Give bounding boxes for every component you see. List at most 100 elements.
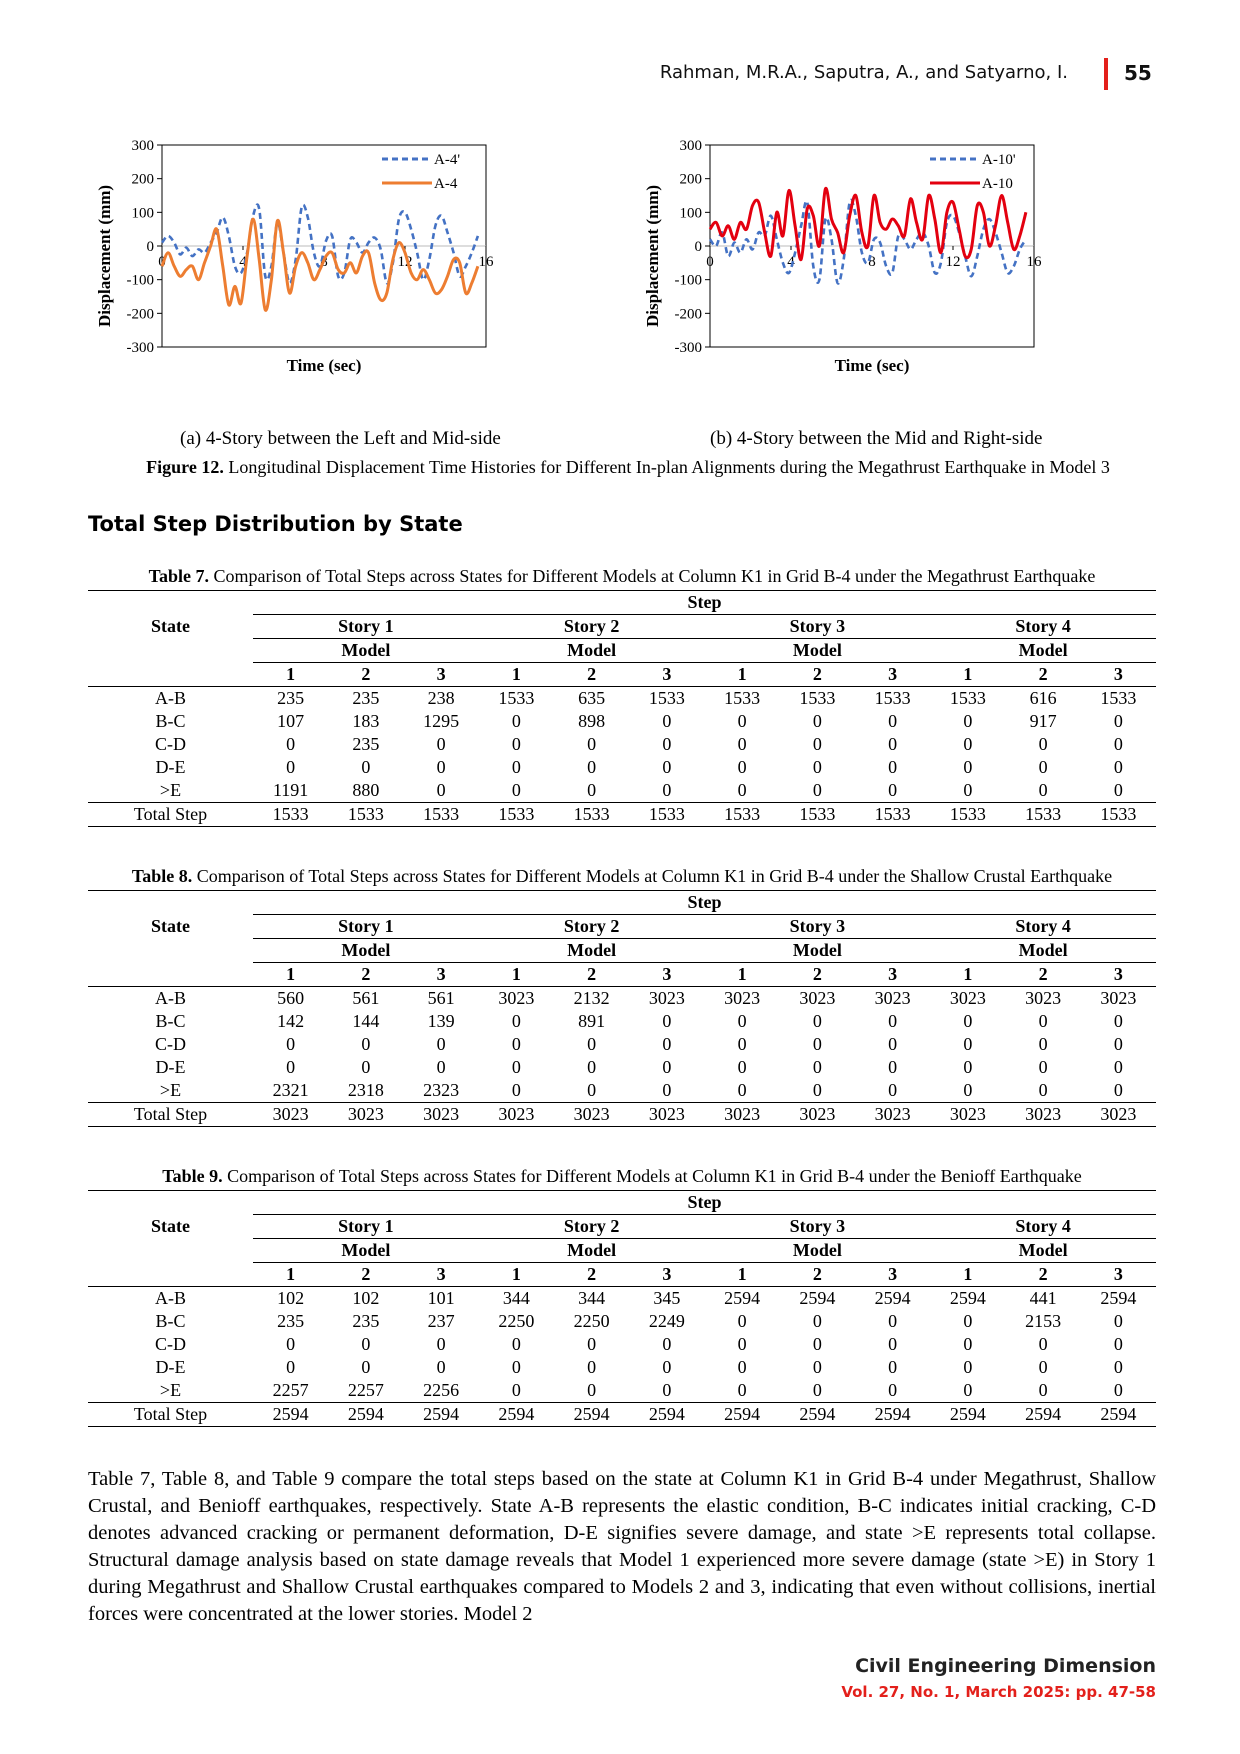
step-cell: 635 (554, 686, 630, 710)
model-number: 1 (737, 664, 747, 684)
step-cell: 2594 (403, 1402, 479, 1427)
story-header: Story 4 (930, 914, 1156, 939)
series-line-0 (708, 198, 1028, 285)
story-header: Story 2 (478, 1214, 705, 1239)
step-cell: 0 (963, 1357, 973, 1377)
step-cell: 0 (436, 1034, 446, 1054)
x-axis-label: Time (sec) (287, 356, 362, 375)
state-header: State (88, 590, 253, 663)
step-cell: 0 (737, 711, 747, 731)
section-heading: Total Step Distribution by State (88, 512, 463, 536)
step-cell: 3023 (328, 1102, 404, 1127)
model-header: Model (253, 1238, 479, 1263)
y-tick-label: -100 (675, 273, 703, 289)
step-cell: 2594 (779, 1286, 855, 1310)
step-cell: 0 (361, 757, 371, 777)
model-number: 3 (436, 664, 446, 684)
state-cell: B-C (155, 1311, 186, 1331)
step-cell: 0 (1113, 1334, 1123, 1354)
story-header: Story 4 (930, 614, 1156, 639)
subcaption-a: (a) 4-Story between the Left and Mid-sid… (180, 428, 501, 449)
state-cell: B-C (155, 1011, 186, 1031)
model-header: Model (704, 638, 931, 663)
step-cell: 2594 (704, 1402, 780, 1427)
step-cell: 1191 (272, 780, 309, 800)
figure-caption: Figure 12. Longitudinal Displacement Tim… (100, 457, 1156, 478)
step-cell: 0 (888, 1311, 898, 1331)
step-cell: 102 (253, 1286, 329, 1310)
step-cell: 0 (812, 1357, 822, 1377)
y-tick-label: -200 (675, 306, 703, 322)
footer-journal: Civil Engineering Dimension (855, 1655, 1156, 1677)
step-cell: 0 (587, 1057, 597, 1077)
step-cell: 0 (436, 734, 446, 754)
step-cell: 616 (1005, 686, 1081, 710)
step-cell: 0 (812, 1080, 822, 1100)
step-cell: 235 (277, 1311, 305, 1331)
step-cell: 3023 (629, 1102, 705, 1127)
story-header: Story 3 (704, 914, 931, 939)
footer-volume: Vol. 27, No. 1, March 2025: pp. 47-58 (841, 1683, 1156, 1701)
step-cell: 3023 (779, 986, 855, 1010)
step-cell: 1533 (629, 802, 705, 827)
step-cell: 0 (587, 734, 597, 754)
x-tick-label: 8 (868, 254, 876, 270)
step-cell: 0 (286, 1057, 296, 1077)
y-tick-label: 0 (695, 239, 703, 255)
step-cell: 0 (587, 757, 597, 777)
step-cell: 1533 (779, 686, 855, 710)
step-cell: 2250 (573, 1311, 610, 1331)
legend-label: A-4 (434, 176, 458, 192)
step-cell: 0 (812, 711, 822, 731)
step-cell: 0 (812, 1034, 822, 1054)
model-number: 1 (963, 964, 973, 984)
step-cell: 0 (1038, 1334, 1048, 1354)
step-cell: 2594 (328, 1402, 404, 1427)
step-cell: 0 (1113, 1357, 1123, 1377)
step-cell: 0 (587, 1380, 597, 1400)
table-9-caption-text: Comparison of Total Steps across States … (227, 1166, 1082, 1186)
model-number: 1 (286, 964, 296, 984)
step-cell: 0 (963, 1011, 973, 1031)
y-tick-label: 100 (132, 205, 155, 221)
step-cell: 0 (587, 1080, 597, 1100)
step-cell: 0 (662, 1011, 672, 1031)
step-header: Step (253, 1190, 1156, 1215)
running-header-authors: Rahman, M.R.A., Saputra, A., and Satyarn… (659, 62, 1068, 83)
model-number: 3 (1113, 664, 1123, 684)
step-cell: 1533 (478, 802, 554, 827)
model-number: 3 (1113, 1264, 1123, 1284)
step-cell: 0 (888, 1357, 898, 1377)
step-cell: 3023 (704, 986, 780, 1010)
y-tick-label: 200 (680, 172, 703, 188)
state-cell: D-E (155, 1357, 186, 1377)
step-cell: 891 (578, 1011, 606, 1031)
step-cell: 344 (478, 1286, 554, 1310)
step-cell: 0 (1113, 1080, 1123, 1100)
model-number: 3 (662, 964, 672, 984)
step-cell: 0 (737, 1380, 747, 1400)
table-7-caption-text: Comparison of Total Steps across States … (213, 566, 1096, 586)
story-header: Story 4 (930, 1214, 1156, 1239)
y-tick-label: 300 (132, 138, 155, 154)
step-cell: 1295 (423, 711, 460, 731)
state-cell: A-B (88, 986, 253, 1010)
step-cell: 3023 (403, 1102, 479, 1127)
step-cell: 2321 (272, 1080, 309, 1100)
state-cell: D-E (155, 1057, 186, 1077)
step-cell: 0 (436, 757, 446, 777)
step-cell: 2594 (930, 1402, 1006, 1427)
step-cell: 0 (737, 1034, 747, 1054)
model-header: Model (930, 1238, 1156, 1263)
step-cell: 1533 (855, 686, 931, 710)
model-number: 3 (662, 1264, 672, 1284)
